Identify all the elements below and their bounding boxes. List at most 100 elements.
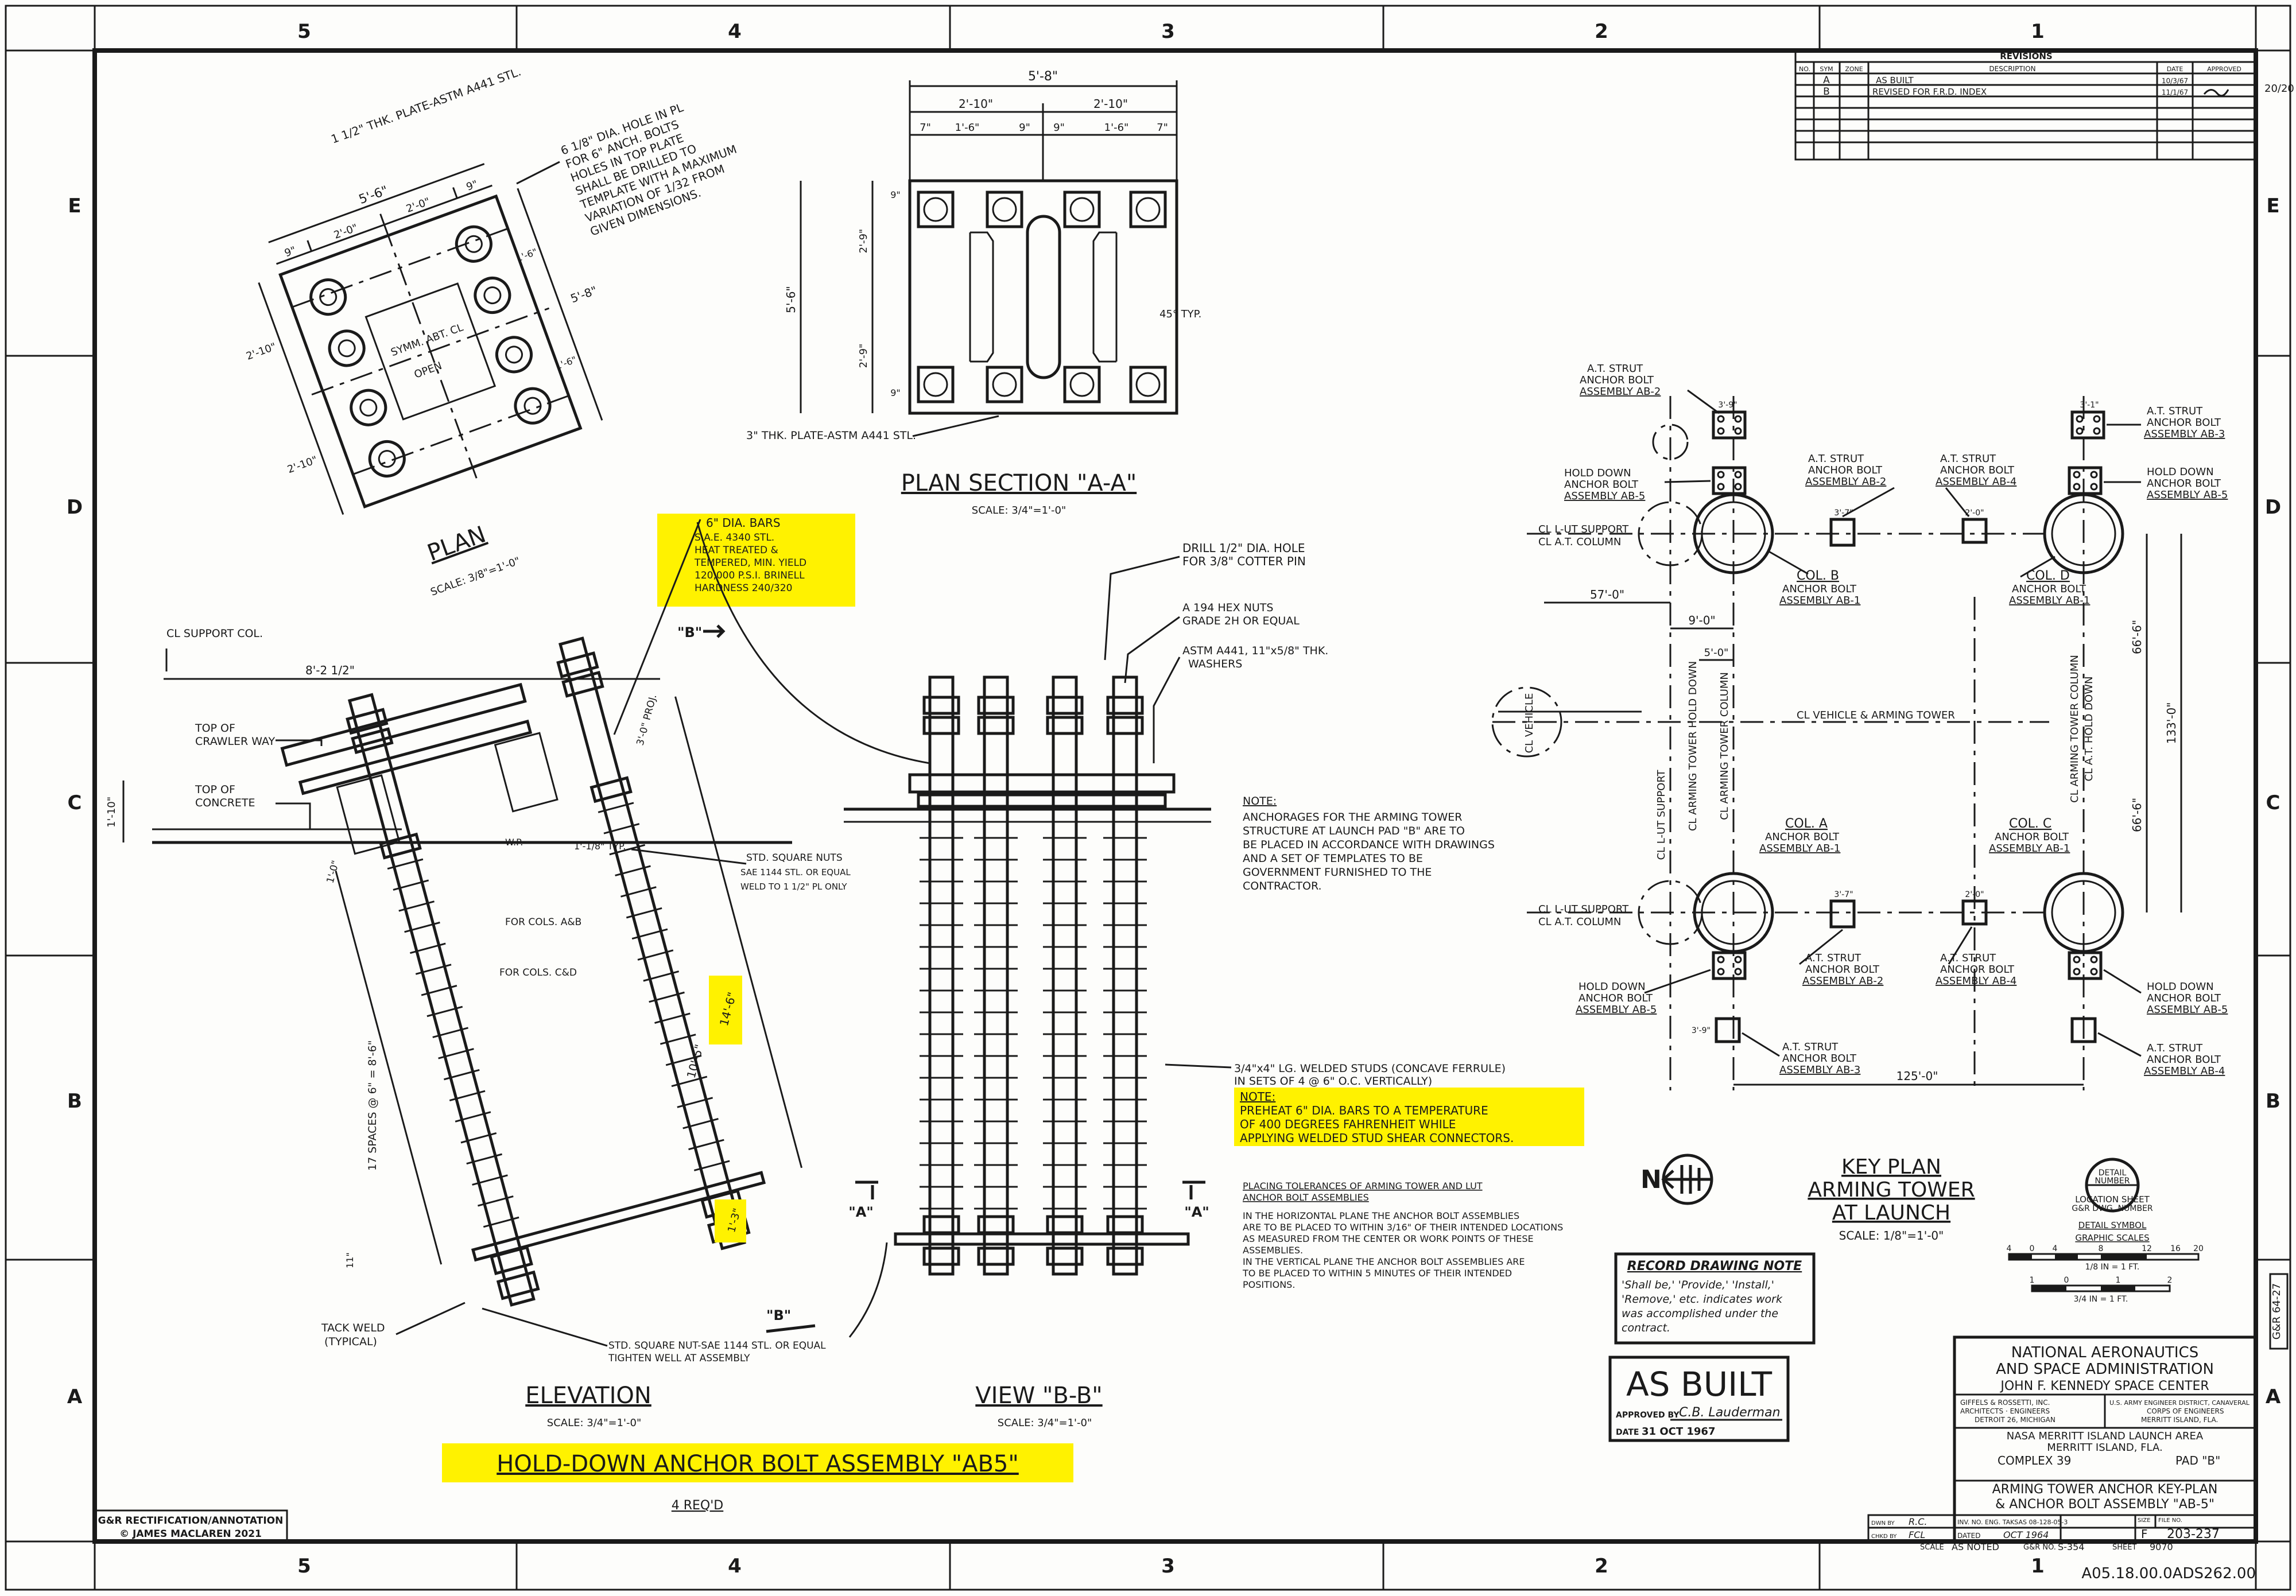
svg-text:3/4 IN = 1 FT.: 3/4 IN = 1 FT. xyxy=(2074,1295,2128,1304)
svg-text:IN THE VERTICAL PLANE THE ANCH: IN THE VERTICAL PLANE THE ANCHOR BOLT AS… xyxy=(1243,1256,1525,1267)
svg-text:16: 16 xyxy=(2170,1244,2181,1253)
tb-architect-1: GIFFELS & ROSSETTI, INC. xyxy=(1960,1399,2050,1407)
kp-col-b-2: ANCHOR BOLT xyxy=(1782,583,1857,595)
elev-studs xyxy=(387,802,730,1228)
tb-title-1: ARMING TOWER ANCHOR KEY-PLAN xyxy=(1992,1482,2218,1497)
svg-text:ANCHORAGES FOR THE ARMING TOWE: ANCHORAGES FOR THE ARMING TOWER xyxy=(1243,811,1462,824)
graphic-scale-2: 1 0 1 2 3/4 IN = 1 FT. xyxy=(2030,1276,2173,1304)
svg-text:ASSEMBLIES.: ASSEMBLIES. xyxy=(1243,1245,1303,1256)
view-bb-nut xyxy=(1046,716,1084,735)
svg-text:CONTRACTOR.: CONTRACTOR. xyxy=(1243,880,1322,892)
view-bb-bar xyxy=(983,675,1009,1276)
rev-header-description: DESCRIPTION xyxy=(1989,65,2035,73)
kp-dim-133: 133'-0" xyxy=(2165,702,2178,744)
tb-engineer-2: CORPS OF ENGINEERS xyxy=(2147,1407,2224,1415)
zone-row-a-right: A xyxy=(2266,1385,2281,1408)
kp-dim-66a: 66'-6" xyxy=(2130,620,2144,654)
svg-text:IN THE HORIZONTAL PLANE THE AN: IN THE HORIZONTAL PLANE THE ANCHOR BOLT … xyxy=(1243,1210,1519,1221)
rev-header-date: DATE xyxy=(2167,65,2183,73)
revisions-table: REVISIONS NO. SYM ZONE DESCRIPTION DATE … xyxy=(1794,49,2257,161)
svg-text:TEMPERED, MIN. YIELD: TEMPERED, MIN. YIELD xyxy=(694,557,806,569)
zone-col-4-top: 4 xyxy=(728,20,742,43)
revisions-title: REVISIONS xyxy=(2000,51,2052,61)
view-bb-nut xyxy=(977,696,1015,715)
kp-hold-down-l-top-3: ASSEMBLY AB-5 xyxy=(1564,490,1645,502)
view-bb-bars xyxy=(920,675,1147,1276)
svg-text:BE PLACED IN ACCORDANCE WITH D: BE PLACED IN ACCORDANCE WITH DRAWINGS xyxy=(1243,838,1495,851)
rev-row-b-desc: REVISED FOR F.R.D. INDEX xyxy=(1872,87,1987,97)
ps-dim-d5: 1'-6" xyxy=(1104,122,1129,134)
view-bb-bar xyxy=(1112,675,1138,1276)
key-plan-title-2: ARMING TOWER xyxy=(1808,1178,1975,1202)
stamp-date-label: DATE xyxy=(1616,1428,1639,1437)
kp-at-strut-ab4-bot-2: ANCHOR BOLT xyxy=(1940,964,2015,976)
tb-sheet: 9070 xyxy=(2150,1541,2173,1552)
stud-mark xyxy=(671,1075,708,1088)
tb-scale: AS NOTED xyxy=(1952,1541,1999,1552)
svg-text:120,000 P.S.I. BRINELL: 120,000 P.S.I. BRINELL xyxy=(695,570,805,581)
zone-col-5-bottom: 5 xyxy=(297,1555,311,1578)
stud-mark xyxy=(598,802,634,813)
rev-row-b-approval-initials xyxy=(2203,89,2229,97)
kp-arming-hold: CL ARMING TOWER HOLD DOWN xyxy=(1687,661,1699,831)
svg-text:0: 0 xyxy=(2064,1276,2069,1285)
kp-lut-support-top-1: CL L-UT SUPPORT xyxy=(1538,523,1629,535)
kp-col-a-1: COL. A xyxy=(1785,817,1828,831)
tb-size-label: SIZE xyxy=(2138,1517,2150,1524)
svg-text:'Remove,' etc. indicates work: 'Remove,' etc. indicates work xyxy=(1622,1293,1783,1306)
kp-dim-s37b: 3'-7" xyxy=(1834,890,1853,899)
stud-mark xyxy=(609,844,646,856)
tb-chkd-label: CHKD BY xyxy=(1871,1533,1897,1540)
kp-at-strut-ab2-mid-3: ASSEMBLY AB-2 xyxy=(1805,476,1886,488)
zone-row-a-left: A xyxy=(67,1385,83,1408)
plan-symm-label: SYMM. ABT. CL xyxy=(389,321,465,359)
kp-at-strut-ab3-bot-2: ANCHOR BOLT xyxy=(1782,1053,1857,1065)
svg-text:'Shall be,' 'Provide,' 'Instal: 'Shall be,' 'Provide,' 'Install,' xyxy=(1622,1279,1774,1291)
stud-mark xyxy=(615,865,651,877)
elev-typ: 1'-1/8" TYP. xyxy=(574,841,626,852)
elev-top-concrete-1: TOP OF xyxy=(195,783,235,796)
elev-cols-ab: FOR COLS. A&B xyxy=(505,917,581,928)
view-bb-preheat-note: NOTE: PREHEAT 6" DIA. BARS TO A TEMPERAT… xyxy=(1234,1088,1584,1146)
svg-text:NUMBER: NUMBER xyxy=(2095,1176,2130,1186)
view-bb-nut xyxy=(977,1246,1015,1266)
svg-text:1/8 IN = 1 FT.: 1/8 IN = 1 FT. xyxy=(2085,1263,2140,1272)
svg-text:1: 1 xyxy=(2030,1276,2035,1285)
kp-at-strut-ab4-bot2-1: A.T. STRUT xyxy=(2147,1042,2203,1054)
elev-dim-11: 11" xyxy=(344,1252,355,1268)
zone-labels: 5 4 3 2 1 5 4 3 2 1 E D C B A E D C B A xyxy=(67,20,2281,1578)
svg-text:LOCATION SHEET: LOCATION SHEET xyxy=(2075,1194,2150,1205)
stamp-big: AS BUILT xyxy=(1626,1365,1773,1404)
zone-col-2-top: 2 xyxy=(1595,20,1608,43)
view-bb-washers-2: WASHERS xyxy=(1188,658,1242,670)
kp-at-strut-ab2-mid-2: ANCHOR BOLT xyxy=(1808,464,1883,476)
stud-mark xyxy=(693,1160,730,1171)
svg-text:S.A.E. 4340 STL.: S.A.E. 4340 STL. xyxy=(695,532,774,543)
kp-vehicle: CL VEHICLE xyxy=(1523,693,1535,754)
stud-mark xyxy=(415,964,452,975)
view-bb-nut xyxy=(1046,696,1084,715)
tb-architect-3: DETROIT 26, MICHIGAN xyxy=(1975,1416,2055,1424)
stud-mark xyxy=(620,886,657,898)
kp-at-strut-ab3-top-3: ASSEMBLY AB-3 xyxy=(2144,428,2225,440)
view-bb-cut-a-left: "A" xyxy=(848,1204,874,1220)
view-bb-nut xyxy=(1106,716,1144,735)
stud-mark xyxy=(444,1069,480,1081)
kp-at-strut-ab4-bot2-3: ASSEMBLY AB-4 xyxy=(2144,1065,2225,1077)
ps-dim-half-l: 2'-10" xyxy=(959,97,993,111)
elev-cols-cd: FOR COLS. C&D xyxy=(499,967,577,978)
stud-mark xyxy=(688,1139,724,1151)
svg-text:G&R DWG. NUMBER: G&R DWG. NUMBER xyxy=(2072,1204,2153,1213)
kp-col-d-2: ANCHOR BOLT xyxy=(2012,583,2086,595)
assembly-title-text: HOLD-DOWN ANCHOR BOLT ASSEMBLY "AB5" xyxy=(497,1451,1019,1477)
kp-at-strut-ab2-top-3: ASSEMBLY AB-2 xyxy=(1580,386,1661,398)
tb-sheet-label: SHEET xyxy=(2112,1543,2137,1552)
ps-plate-note: 3" THK. PLATE-ASTM A441 STL. xyxy=(746,429,916,442)
svg-text:STRUCTURE AT LAUNCH PAD "B" AR: STRUCTURE AT LAUNCH PAD "B" ARE TO xyxy=(1243,825,1465,837)
plan-section-scale: SCALE: 3/4"=1'-0" xyxy=(972,504,1066,517)
zone-row-b-left: B xyxy=(67,1090,82,1113)
kp-at-strut-ab2-bot-3: ASSEMBLY AB-2 xyxy=(1802,975,1883,987)
view-bb: "A" "A" DRILL 1/2" DIA. HOLE FOR 3/8" CO… xyxy=(844,541,1506,1429)
tb-gr: S-354 xyxy=(2058,1541,2085,1552)
